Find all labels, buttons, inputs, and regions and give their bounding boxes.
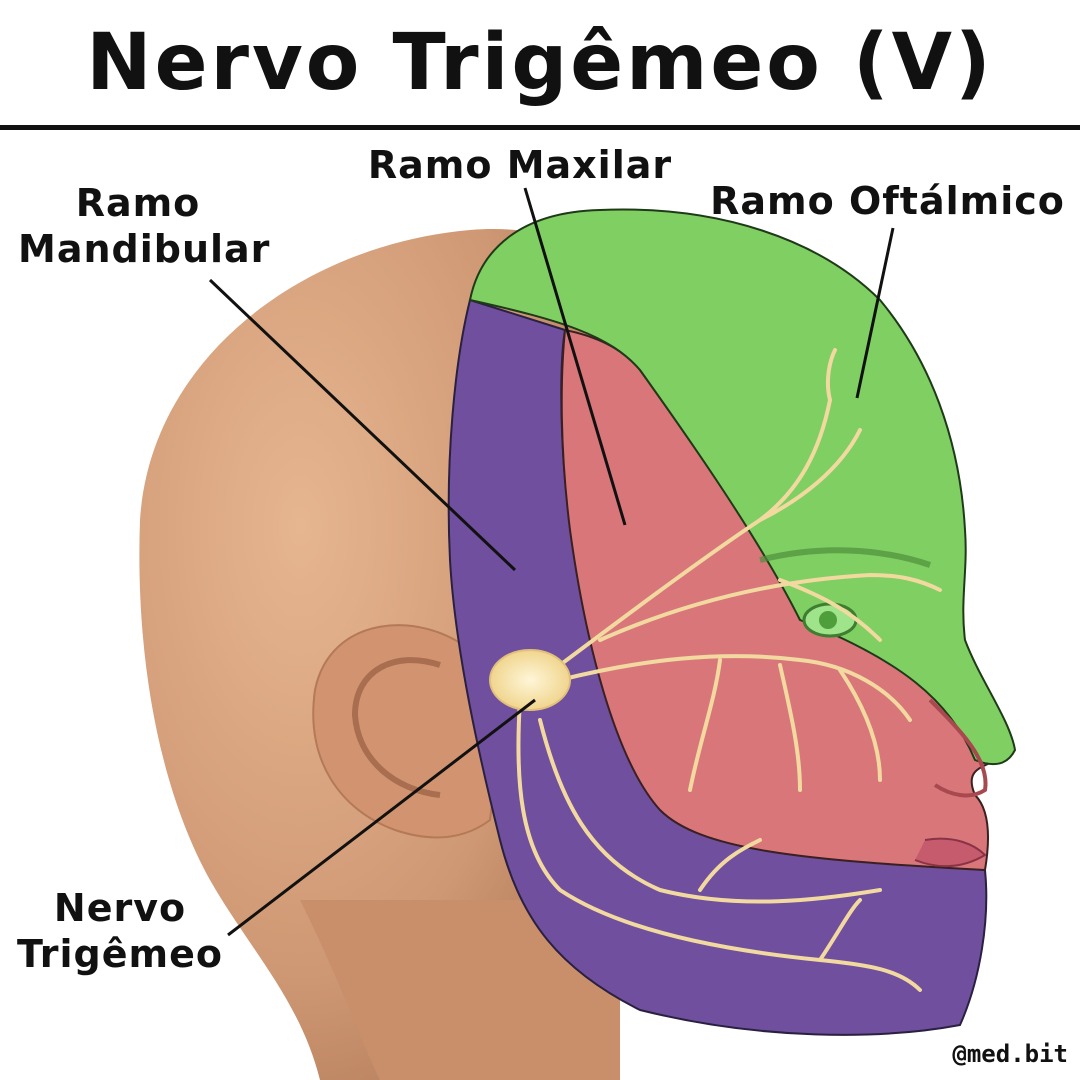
label-nervo-trigemeo: Nervo Trigêmeo — [10, 885, 230, 977]
ear-inner — [351, 657, 441, 798]
leader-maxilar — [523, 187, 627, 526]
diagram-title: Nervo Trigêmeo (V) — [86, 18, 994, 108]
leader-lines — [208, 187, 895, 937]
ear — [312, 624, 507, 839]
label-mandibular-line1: Ramo — [75, 181, 201, 225]
nerve-branches — [516, 348, 942, 992]
eye-iris — [819, 611, 837, 629]
title-divider — [0, 125, 1080, 130]
eyebrow — [759, 547, 931, 568]
nose — [928, 698, 988, 798]
label-mandibular-line2: Mandibular — [18, 227, 271, 271]
label-nervo-line2: Trigêmeo — [17, 932, 223, 976]
ophthalmic-region — [468, 208, 1017, 766]
trigeminal-ganglion — [489, 649, 571, 711]
lips — [914, 837, 987, 868]
label-mandibular: Ramo Mandibular — [18, 180, 271, 272]
watermark: @med.bit — [952, 1040, 1068, 1068]
leader-mandibular — [208, 278, 517, 572]
label-oftalmico: Ramo Oftálmico — [710, 179, 1065, 223]
neck-skin — [300, 900, 620, 1080]
leader-oftalmico — [855, 227, 895, 399]
label-nervo-line1: Nervo — [53, 886, 187, 930]
leader-nervo — [227, 698, 536, 937]
label-maxilar: Ramo Maxilar — [367, 143, 673, 187]
